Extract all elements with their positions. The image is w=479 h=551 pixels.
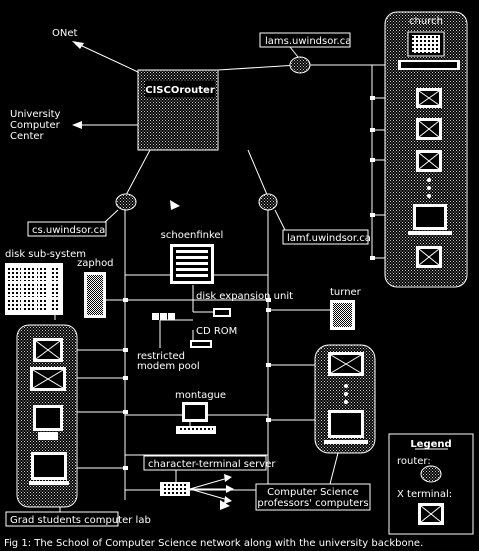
modem-pool-label: modem pool bbox=[137, 361, 200, 372]
legend-title: Legend bbox=[410, 439, 451, 450]
zaphod-server-icon[interactable] bbox=[84, 272, 106, 318]
router-lamf-icon[interactable] bbox=[258, 193, 278, 211]
cs-label: cs.uwindsor.ca bbox=[32, 225, 105, 236]
professors-label-box bbox=[255, 483, 371, 511]
modem-pool-icon[interactable] bbox=[152, 313, 175, 348]
lams-label: lams.uwindsor.ca bbox=[265, 36, 351, 47]
router-cs-icon[interactable] bbox=[115, 193, 137, 211]
university-label-2: Computer bbox=[10, 120, 61, 131]
university-label-3: Center bbox=[10, 131, 45, 142]
legend-router-label: router: bbox=[397, 456, 431, 467]
figure-caption: Fig 1: The School of Computer Science ne… bbox=[4, 538, 423, 549]
restricted-label: restricted bbox=[137, 351, 185, 362]
character-terminal-server-icon[interactable] bbox=[160, 482, 190, 496]
turner-label: turner bbox=[330, 287, 362, 298]
grad-lab-x-terminal-2[interactable] bbox=[30, 367, 66, 391]
lamf-label-box bbox=[282, 229, 369, 245]
cisco-label: CISCOrouter bbox=[145, 85, 215, 96]
professors-ellipsis-icon bbox=[344, 384, 348, 404]
professors-label-1: Computer Science bbox=[267, 487, 359, 498]
zaphod-label: zaphod bbox=[77, 258, 114, 269]
professor-x-terminal-1[interactable] bbox=[328, 352, 364, 376]
bus-ticks bbox=[123, 96, 375, 492]
grad-lab-terminal-3[interactable] bbox=[33, 405, 63, 440]
legend-x-terminal-icon bbox=[418, 503, 444, 525]
terminal-lines bbox=[189, 477, 230, 501]
church-x-terminal-5[interactable] bbox=[416, 246, 442, 268]
turner-server-icon[interactable] bbox=[330, 300, 355, 330]
router-lams-icon[interactable] bbox=[289, 56, 311, 74]
church-x-terminal-3[interactable] bbox=[416, 150, 442, 172]
cisco-label-bg bbox=[145, 81, 215, 97]
church-x-terminal-2[interactable] bbox=[416, 118, 442, 140]
schoenfinkel-server-icon[interactable] bbox=[170, 244, 214, 284]
church-terminal-4[interactable] bbox=[408, 204, 452, 235]
lamf-label: lamf.uwindsor.ca bbox=[287, 233, 371, 244]
church-server-icon[interactable] bbox=[398, 31, 460, 70]
university-label-1: University bbox=[10, 109, 61, 120]
lams-label-box bbox=[259, 32, 351, 48]
montague-workstation-icon[interactable] bbox=[176, 402, 216, 434]
grad-lab-label: Grad students computer lab bbox=[10, 515, 151, 526]
arrowheads bbox=[72, 41, 230, 510]
disk-subsystem-label: disk sub-system bbox=[5, 249, 86, 260]
terminal-line-arrowheads bbox=[224, 474, 234, 504]
montague-label: montague bbox=[175, 390, 226, 401]
character-terminal-label: character-terminal server bbox=[148, 459, 276, 470]
schoenfinkel-label: schoenfinkel bbox=[161, 230, 224, 241]
church-ellipsis-icon bbox=[427, 178, 431, 198]
legend-router-icon bbox=[420, 465, 442, 483]
disk-subsystem-icon[interactable] bbox=[5, 263, 63, 315]
cdrom-icon[interactable] bbox=[190, 340, 212, 348]
character-terminal-label-box bbox=[143, 455, 267, 471]
grad-lab-label-box bbox=[5, 511, 119, 527]
disk-expansion-label: disk expansion unit bbox=[196, 291, 293, 302]
cs-label-box bbox=[27, 221, 107, 237]
professors-label-2: professors' computers bbox=[257, 498, 368, 509]
grad-lab-terminal-4[interactable] bbox=[29, 452, 69, 485]
onet-label: ONet bbox=[52, 28, 78, 39]
church-label: church bbox=[409, 16, 443, 27]
cdrom-label: CD ROM bbox=[196, 326, 237, 337]
legend-xterminal-label: X terminal: bbox=[397, 489, 452, 500]
professor-terminal-2[interactable] bbox=[324, 410, 368, 444]
grad-lab-x-terminal-1[interactable] bbox=[33, 338, 63, 362]
disk-expansion-unit-icon[interactable] bbox=[213, 308, 231, 317]
church-x-terminal-1[interactable] bbox=[416, 88, 442, 108]
